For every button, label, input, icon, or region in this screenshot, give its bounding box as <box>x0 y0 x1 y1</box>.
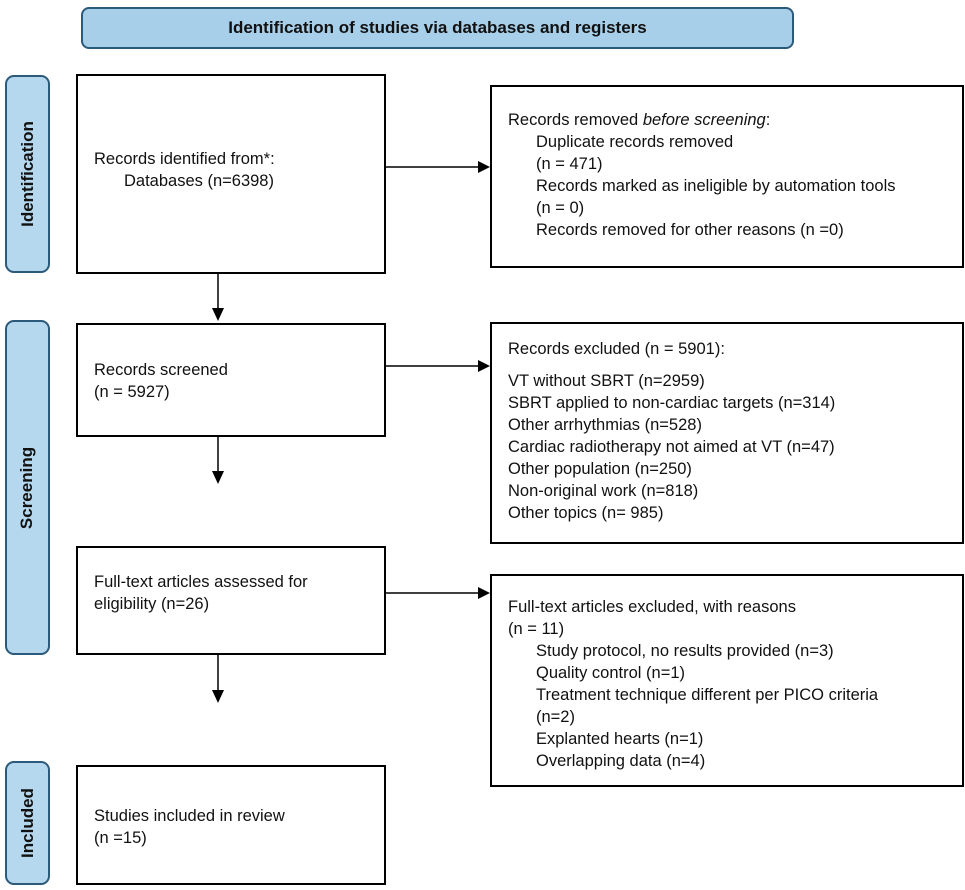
box-fulltext-assessed: Full-text articles assessed for eligibil… <box>76 546 386 655</box>
box-records-identified: Records identified from*: Databases (n=6… <box>76 74 386 274</box>
box-records-removed: Records removed before screening: Duplic… <box>490 85 964 268</box>
excluded-item: Cardiac radiotherapy not aimed at VT (n=… <box>508 438 835 456</box>
phase-included: Included <box>5 761 50 885</box>
screened-line1: Records screened <box>94 361 228 379</box>
identified-line2: Databases (n=6398) <box>124 172 274 190</box>
excluded-item: VT without SBRT (n=2959) <box>508 372 705 390</box>
arrowhead-icon <box>478 161 490 173</box>
excluded-item: Other topics (n= 985) <box>508 504 664 522</box>
box-fulltext-excluded: Full-text articles excluded, with reason… <box>490 574 964 787</box>
fulltext-excluded-item: Overlapping data (n=4) <box>536 752 706 770</box>
removed-item: Records removed for other reasons (n =0) <box>536 221 844 239</box>
removed-item: (n = 471) <box>536 155 603 173</box>
box-records-screened: Records screened (n = 5927) <box>76 323 386 437</box>
fulltext-excluded-item: Treatment technique different per PICO c… <box>536 686 879 704</box>
arrowhead-icon <box>478 587 490 599</box>
phase-screening: Screening <box>5 320 50 655</box>
arrowhead-icon <box>212 690 224 703</box>
removed-item: Records marked as ineligible by automati… <box>536 177 896 195</box>
header-title: Identification of studies via databases … <box>228 18 647 37</box>
fulltext-excluded-item: Study protocol, no results provided (n=3… <box>536 642 834 660</box>
excluded-item: Other population (n=250) <box>508 460 692 478</box>
arrowhead-icon <box>212 308 224 321</box>
excluded-title: Records excluded (n = 5901): <box>508 340 725 358</box>
removed-item: (n = 0) <box>536 199 585 217</box>
excluded-item: Non-original work (n=818) <box>508 482 699 500</box>
box-studies-included: Studies included in review (n =15) <box>76 765 386 885</box>
identified-line1: Records identified from*: <box>94 150 275 168</box>
phase-identification: Identification <box>5 75 50 273</box>
screened-line2: (n = 5927) <box>94 383 170 401</box>
flow-header: Identification of studies via databases … <box>81 7 794 49</box>
excluded-item: SBRT applied to non-cardiac targets (n=3… <box>508 394 836 412</box>
fulltext-line2: eligibility (n=26) <box>94 595 210 613</box>
included-line2: (n =15) <box>94 829 147 847</box>
arrowhead-icon <box>478 360 490 372</box>
fulltext-excluded-title: Full-text articles excluded, with reason… <box>508 598 796 616</box>
fulltext-excluded-item: (n=2) <box>536 708 575 726</box>
removed-item: Duplicate records removed <box>536 133 734 151</box>
fulltext-excluded-count: (n = 11) <box>508 620 565 638</box>
box-records-excluded: Records excluded (n = 5901): VT without … <box>490 322 964 544</box>
removed-title: Records removed before screening: <box>508 111 771 129</box>
arrowhead-icon <box>212 471 224 484</box>
fulltext-excluded-item: Quality control (n=1) <box>536 664 686 682</box>
fulltext-line1: Full-text articles assessed for <box>94 573 308 591</box>
excluded-item: Other arrhythmias (n=528) <box>508 416 702 434</box>
included-line1: Studies included in review <box>94 807 285 825</box>
fulltext-excluded-item: Explanted hearts (n=1) <box>536 730 704 748</box>
